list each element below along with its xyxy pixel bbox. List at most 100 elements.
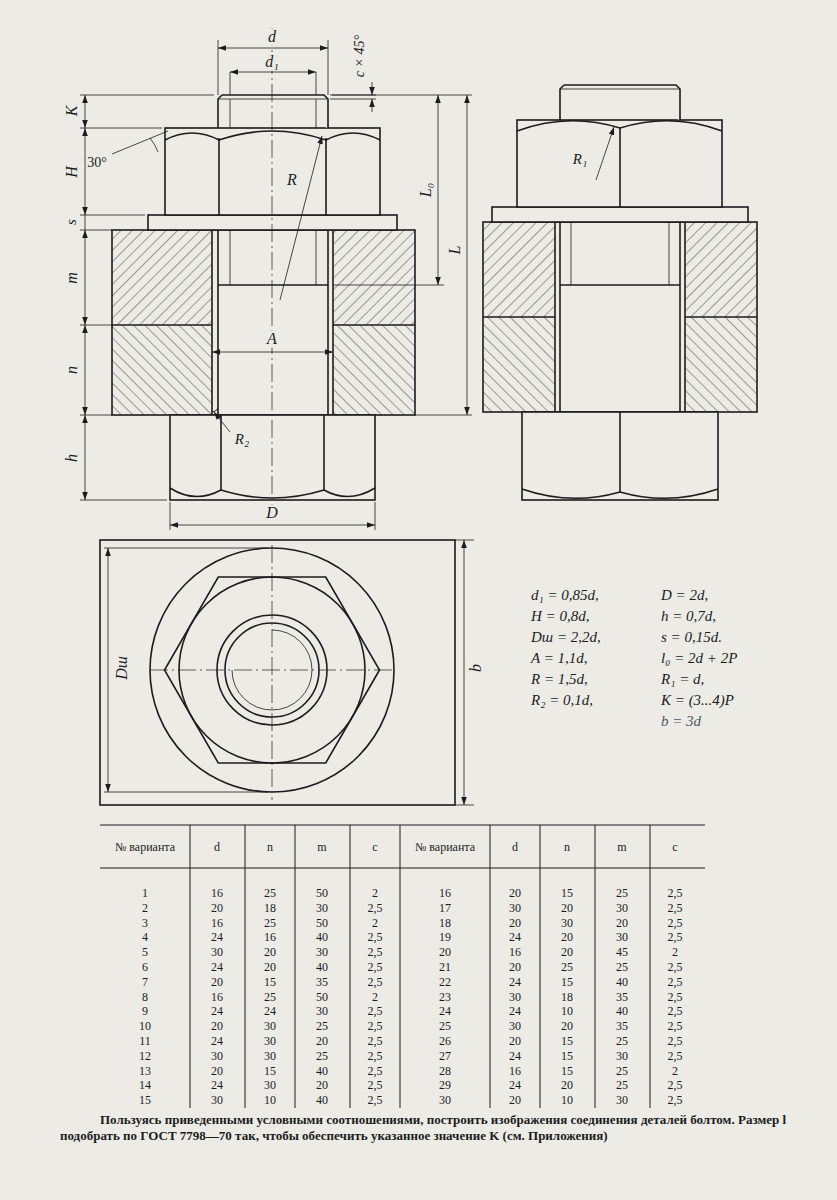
table-header: d	[213, 841, 221, 854]
front-view	[112, 230, 212, 325]
formula: H = 0,8d,	[530, 609, 590, 625]
dimension-label: R₁	[572, 152, 588, 168]
side-view	[483, 317, 555, 412]
table-cell: 2,5	[667, 1005, 684, 1018]
dimension-label: A	[266, 331, 278, 348]
table-cell: 20	[210, 902, 224, 915]
table-cell: 25	[615, 1064, 629, 1077]
dimension-lines	[80, 40, 472, 530]
side-view	[522, 489, 718, 498]
front-view	[217, 230, 219, 415]
formula: h = 0,7d,	[660, 609, 717, 625]
table-cell: 16	[210, 916, 224, 929]
table-cell: 22	[438, 976, 452, 989]
table-cell: 24	[508, 976, 522, 989]
table-cell: 2,5	[367, 946, 384, 959]
table-cell: 24	[508, 931, 522, 944]
table-rules	[190, 825, 191, 1108]
dimension-lines	[438, 95, 439, 285]
table-cell: 8	[141, 990, 149, 1003]
side-view	[669, 222, 670, 285]
table-cell: 20	[263, 946, 277, 959]
table-cell: 19	[438, 931, 452, 944]
table-rules	[400, 825, 401, 1108]
table-cell: 2	[141, 902, 149, 915]
table-cell: 7	[141, 976, 149, 989]
front-view	[333, 325, 415, 415]
table-cell: 15	[560, 1035, 574, 1048]
table-cell: 2,5	[367, 931, 384, 944]
table-cell: 15	[560, 887, 574, 900]
table-cell: 2,5	[667, 1079, 684, 1092]
table-cell: 35	[315, 976, 329, 989]
table-cell: 25	[615, 1035, 629, 1048]
side-view	[685, 316, 757, 318]
table-cell: 25	[263, 887, 277, 900]
table-header: c	[371, 841, 378, 854]
dimension-lines	[85, 95, 86, 128]
dimension-lines	[332, 95, 472, 96]
table-cell: 15	[263, 1064, 277, 1077]
table-cell: 35	[615, 1020, 629, 1033]
front-view	[316, 99, 317, 128]
table-cell: 50	[315, 916, 329, 929]
table-cell: 20	[315, 1079, 329, 1092]
table-cell: 29	[438, 1079, 452, 1092]
table-cell: 2,5	[667, 1094, 684, 1107]
front-view	[218, 95, 328, 128]
table-cell: 30	[263, 1035, 277, 1048]
dimension-label: h	[64, 453, 81, 463]
table-cell: 2,5	[667, 961, 684, 974]
front-view	[112, 324, 212, 326]
dimension-lines	[372, 82, 373, 95]
table-cell: 20	[560, 902, 574, 915]
table-rules	[295, 825, 296, 1108]
table-cell: 6	[141, 961, 149, 974]
front-view	[333, 324, 415, 326]
dimension-label: K	[64, 105, 81, 118]
table-cell: 2,5	[667, 1050, 684, 1063]
dimension-label: d	[267, 29, 277, 46]
table-cell: 2	[371, 990, 379, 1003]
table-cell: 2,5	[367, 1050, 384, 1063]
table-header: d	[511, 841, 519, 854]
dimension-lines	[467, 95, 468, 415]
dimension-label: n	[64, 365, 81, 375]
formula: A = 1,1d,	[530, 651, 589, 667]
front-view	[112, 28, 415, 510]
table-cell: 50	[315, 887, 329, 900]
table-cell: 20	[560, 931, 574, 944]
formula: R₁ = d,	[660, 672, 705, 688]
dimension-lines	[80, 500, 167, 501]
table-cell: 20	[210, 976, 224, 989]
side-view	[483, 316, 555, 318]
table-cell: 2	[671, 946, 679, 959]
table-rules	[540, 825, 541, 1108]
dimension-lines	[80, 128, 162, 129]
table-cell: 10	[560, 1094, 574, 1107]
dimension-label: R	[286, 172, 298, 189]
table-cell: 20	[560, 1020, 574, 1033]
side-view	[492, 207, 748, 222]
table-cell: 15	[560, 1050, 574, 1063]
formula: d₁ = 0,85d,	[530, 588, 600, 604]
dimension-lines	[104, 540, 474, 805]
table-cell: 2,5	[367, 902, 384, 915]
dimension-label: H	[64, 165, 81, 179]
dimension-label: 30°	[86, 156, 108, 171]
dimension-lines	[150, 138, 158, 152]
table-cell: 24	[210, 1079, 224, 1092]
dimension-lines	[85, 325, 86, 415]
table-cell: 30	[263, 1079, 277, 1092]
dimension-label: Dш	[114, 655, 131, 681]
front-view	[332, 230, 334, 415]
front-view	[170, 415, 375, 500]
table-cell: 2,5	[367, 1035, 384, 1048]
dimension-lines	[464, 540, 465, 805]
table-cell: 2,5	[367, 1005, 384, 1018]
dimension-label: s	[64, 218, 80, 226]
table-cell: 50	[315, 990, 329, 1003]
dimension-lines	[330, 99, 376, 100]
table-cell: 40	[615, 976, 629, 989]
